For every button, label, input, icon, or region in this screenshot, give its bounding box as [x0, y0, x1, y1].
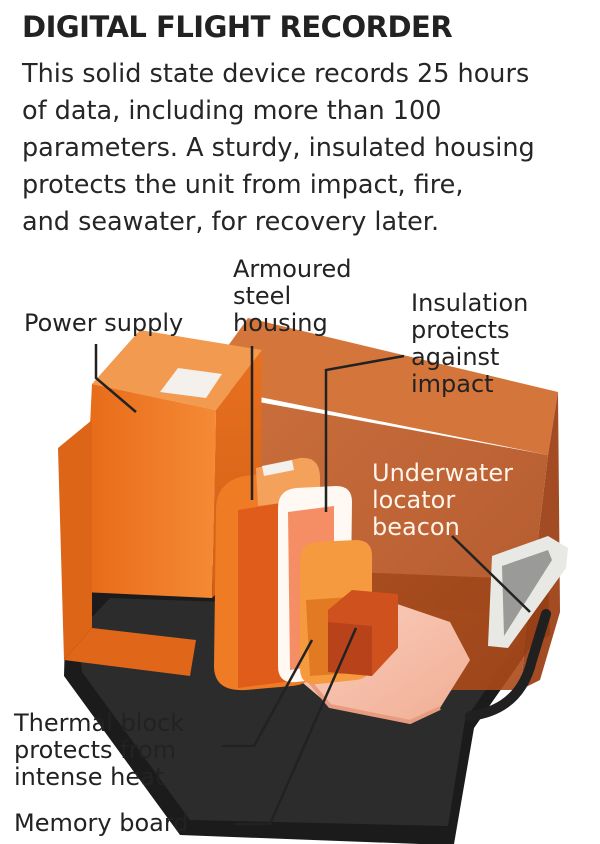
beacon-frame-inner	[502, 550, 552, 636]
power-supply-front	[82, 384, 216, 598]
pink-tray-edge	[298, 668, 441, 725]
description-line: and seawater, for recovery later.	[22, 207, 440, 237]
front-left-wall	[58, 420, 92, 660]
diagram-title: DIGITAL FLIGHT RECORDER	[22, 10, 453, 44]
description-line: parameters. A sturdy, insulated housing	[22, 133, 535, 163]
label-insulation: Insulation protects against impact	[411, 289, 529, 398]
memory-board-face	[328, 622, 372, 676]
insulation-leader	[324, 354, 405, 512]
label-memory-board: Memory board	[14, 809, 189, 837]
label-armoured-steel-housing: Armoured steel housing	[233, 255, 352, 337]
label-power-supply: Power supply	[24, 309, 184, 337]
armoured-housing-label-patch	[262, 460, 294, 476]
description-line: This solid state device records 25 hours	[22, 59, 530, 89]
label-thermal-block: Thermal block protects from intense heat	[14, 709, 185, 791]
thermal-block-leader	[222, 639, 314, 748]
memory-board-leader	[234, 627, 358, 826]
label-underwater-locator-beacon: Underwater locator beacon	[372, 459, 514, 541]
description: This solid state device records 25 hours…	[22, 56, 535, 241]
description-line: of data, including more than 100	[22, 96, 442, 126]
rear-compartment-top	[200, 318, 558, 455]
description-line: protects the unit from impact, fire,	[22, 170, 464, 200]
beacon-strap	[465, 609, 551, 721]
power-supply-leader	[94, 344, 137, 413]
front-lower-wall	[64, 628, 196, 676]
power-supply-label-patch	[160, 368, 222, 398]
beacon-leader	[451, 535, 531, 613]
